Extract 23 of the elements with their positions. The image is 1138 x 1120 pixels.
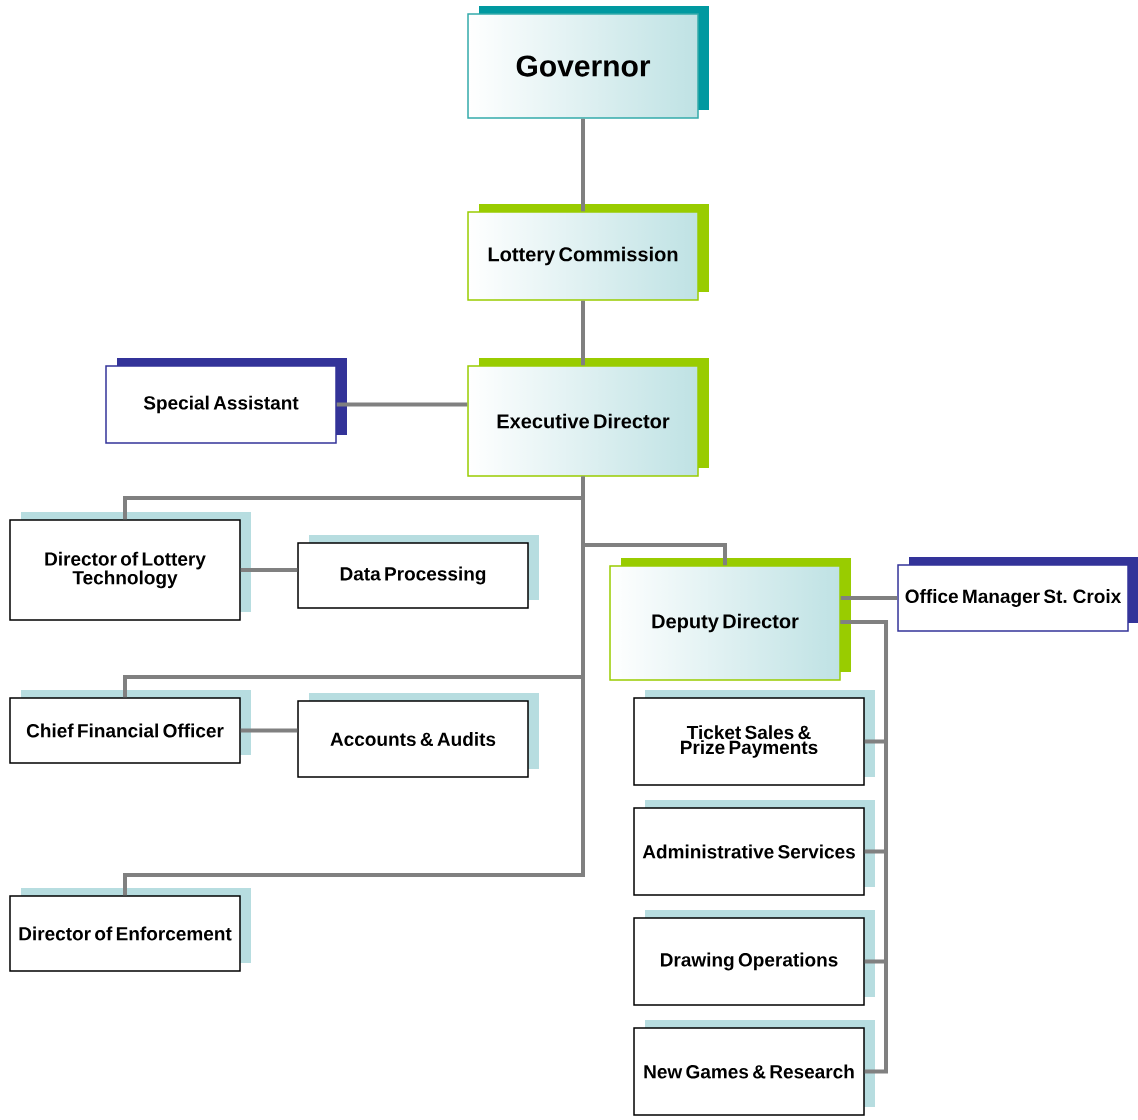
org-box: Ticket Sales & Prize Payments [633,690,875,786]
org-box: Special Assistant [105,358,347,444]
org-box: Office Manager St. Croix [897,557,1138,632]
connector-line [240,728,298,733]
org-box: Executive Director [467,358,709,477]
org-box: Data Processing [297,535,539,609]
org-box: Accounts & Audits [297,693,539,778]
connector-line [840,596,898,600]
connector-line [581,300,585,366]
org-box: Drawing Operations [633,910,875,1006]
org-box: Lottery Commission [467,204,709,301]
org-box: Director of Lottery Technology [9,512,251,621]
org-box: New Games & Research [633,1020,875,1116]
connector-line [240,568,298,572]
connector-line [336,402,468,407]
org-box: Administrative Services [633,800,875,896]
connector-line [581,118,585,212]
org-box: Chief Financial Officer [9,690,251,764]
connector-line [123,476,585,896]
org-box: Director of Enforcement [9,888,251,972]
org-box: Governor [467,6,709,119]
org-box: Deputy Director [609,558,851,681]
connector-line [840,620,888,1074]
